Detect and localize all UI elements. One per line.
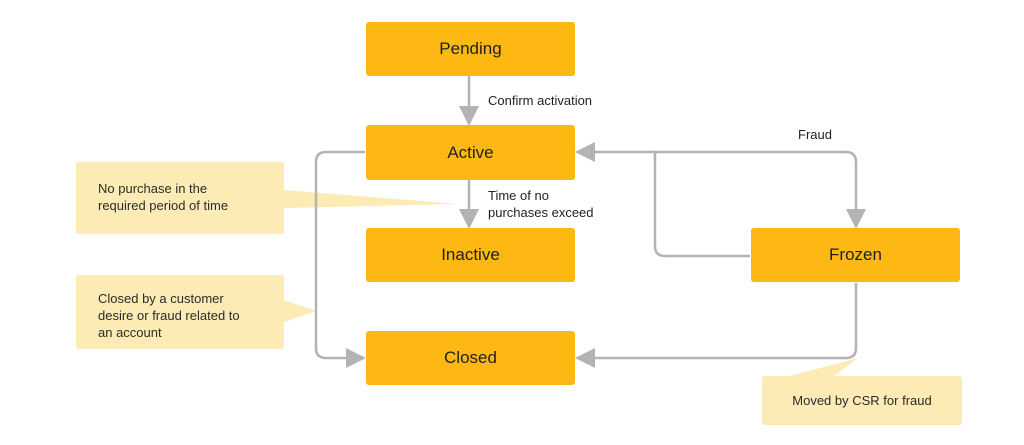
state-inactive: Inactive [366,228,575,282]
state-inactive-label: Inactive [441,245,500,264]
note-closed-by-line2: desire or fraud related to [98,308,240,323]
edge-frozen-active [575,142,750,258]
state-pending-label: Pending [439,39,502,58]
note-closed-by-line3: an account [98,325,162,340]
state-active-label: Active [447,142,494,162]
note-pointer-moved-by-csr [790,358,858,376]
edge-frozen-closed [575,283,858,368]
note-no-purchase-line2: required period of time [98,198,229,213]
note-no-purchase-line1: No purchase in the [98,181,208,196]
state-frozen: Frozen [751,228,960,282]
state-closed-label: Closed [444,348,497,367]
note-moved-by-csr: Moved by CSR for fraud [762,376,962,425]
note-closed-by: Closed by a customer desire or fraud rel… [76,275,284,349]
note-pointer-no-purchase [284,190,458,208]
edge-active-frozen [655,150,866,229]
state-pending: Pending [366,22,575,76]
state-active: Active [366,125,575,180]
edge-active-closed [314,150,366,368]
label-confirm-activation: Confirm activation [488,93,593,108]
note-closed-by-line1: Closed by a customer [98,291,224,306]
label-fraud: Fraud [798,127,832,142]
label-time-no-purchases-line2: purchases exceed [488,205,594,220]
note-no-purchase: No purchase in the required period of ti… [76,162,284,234]
label-time-no-purchases: Time of no purchases exceed [488,187,594,221]
note-moved-by-csr-text: Moved by CSR for fraud [792,393,932,408]
note-pointer-closed-by [284,300,316,322]
state-frozen-label: Frozen [829,245,882,264]
state-closed: Closed [366,331,575,385]
label-time-no-purchases-line1: Time of no [488,188,549,203]
